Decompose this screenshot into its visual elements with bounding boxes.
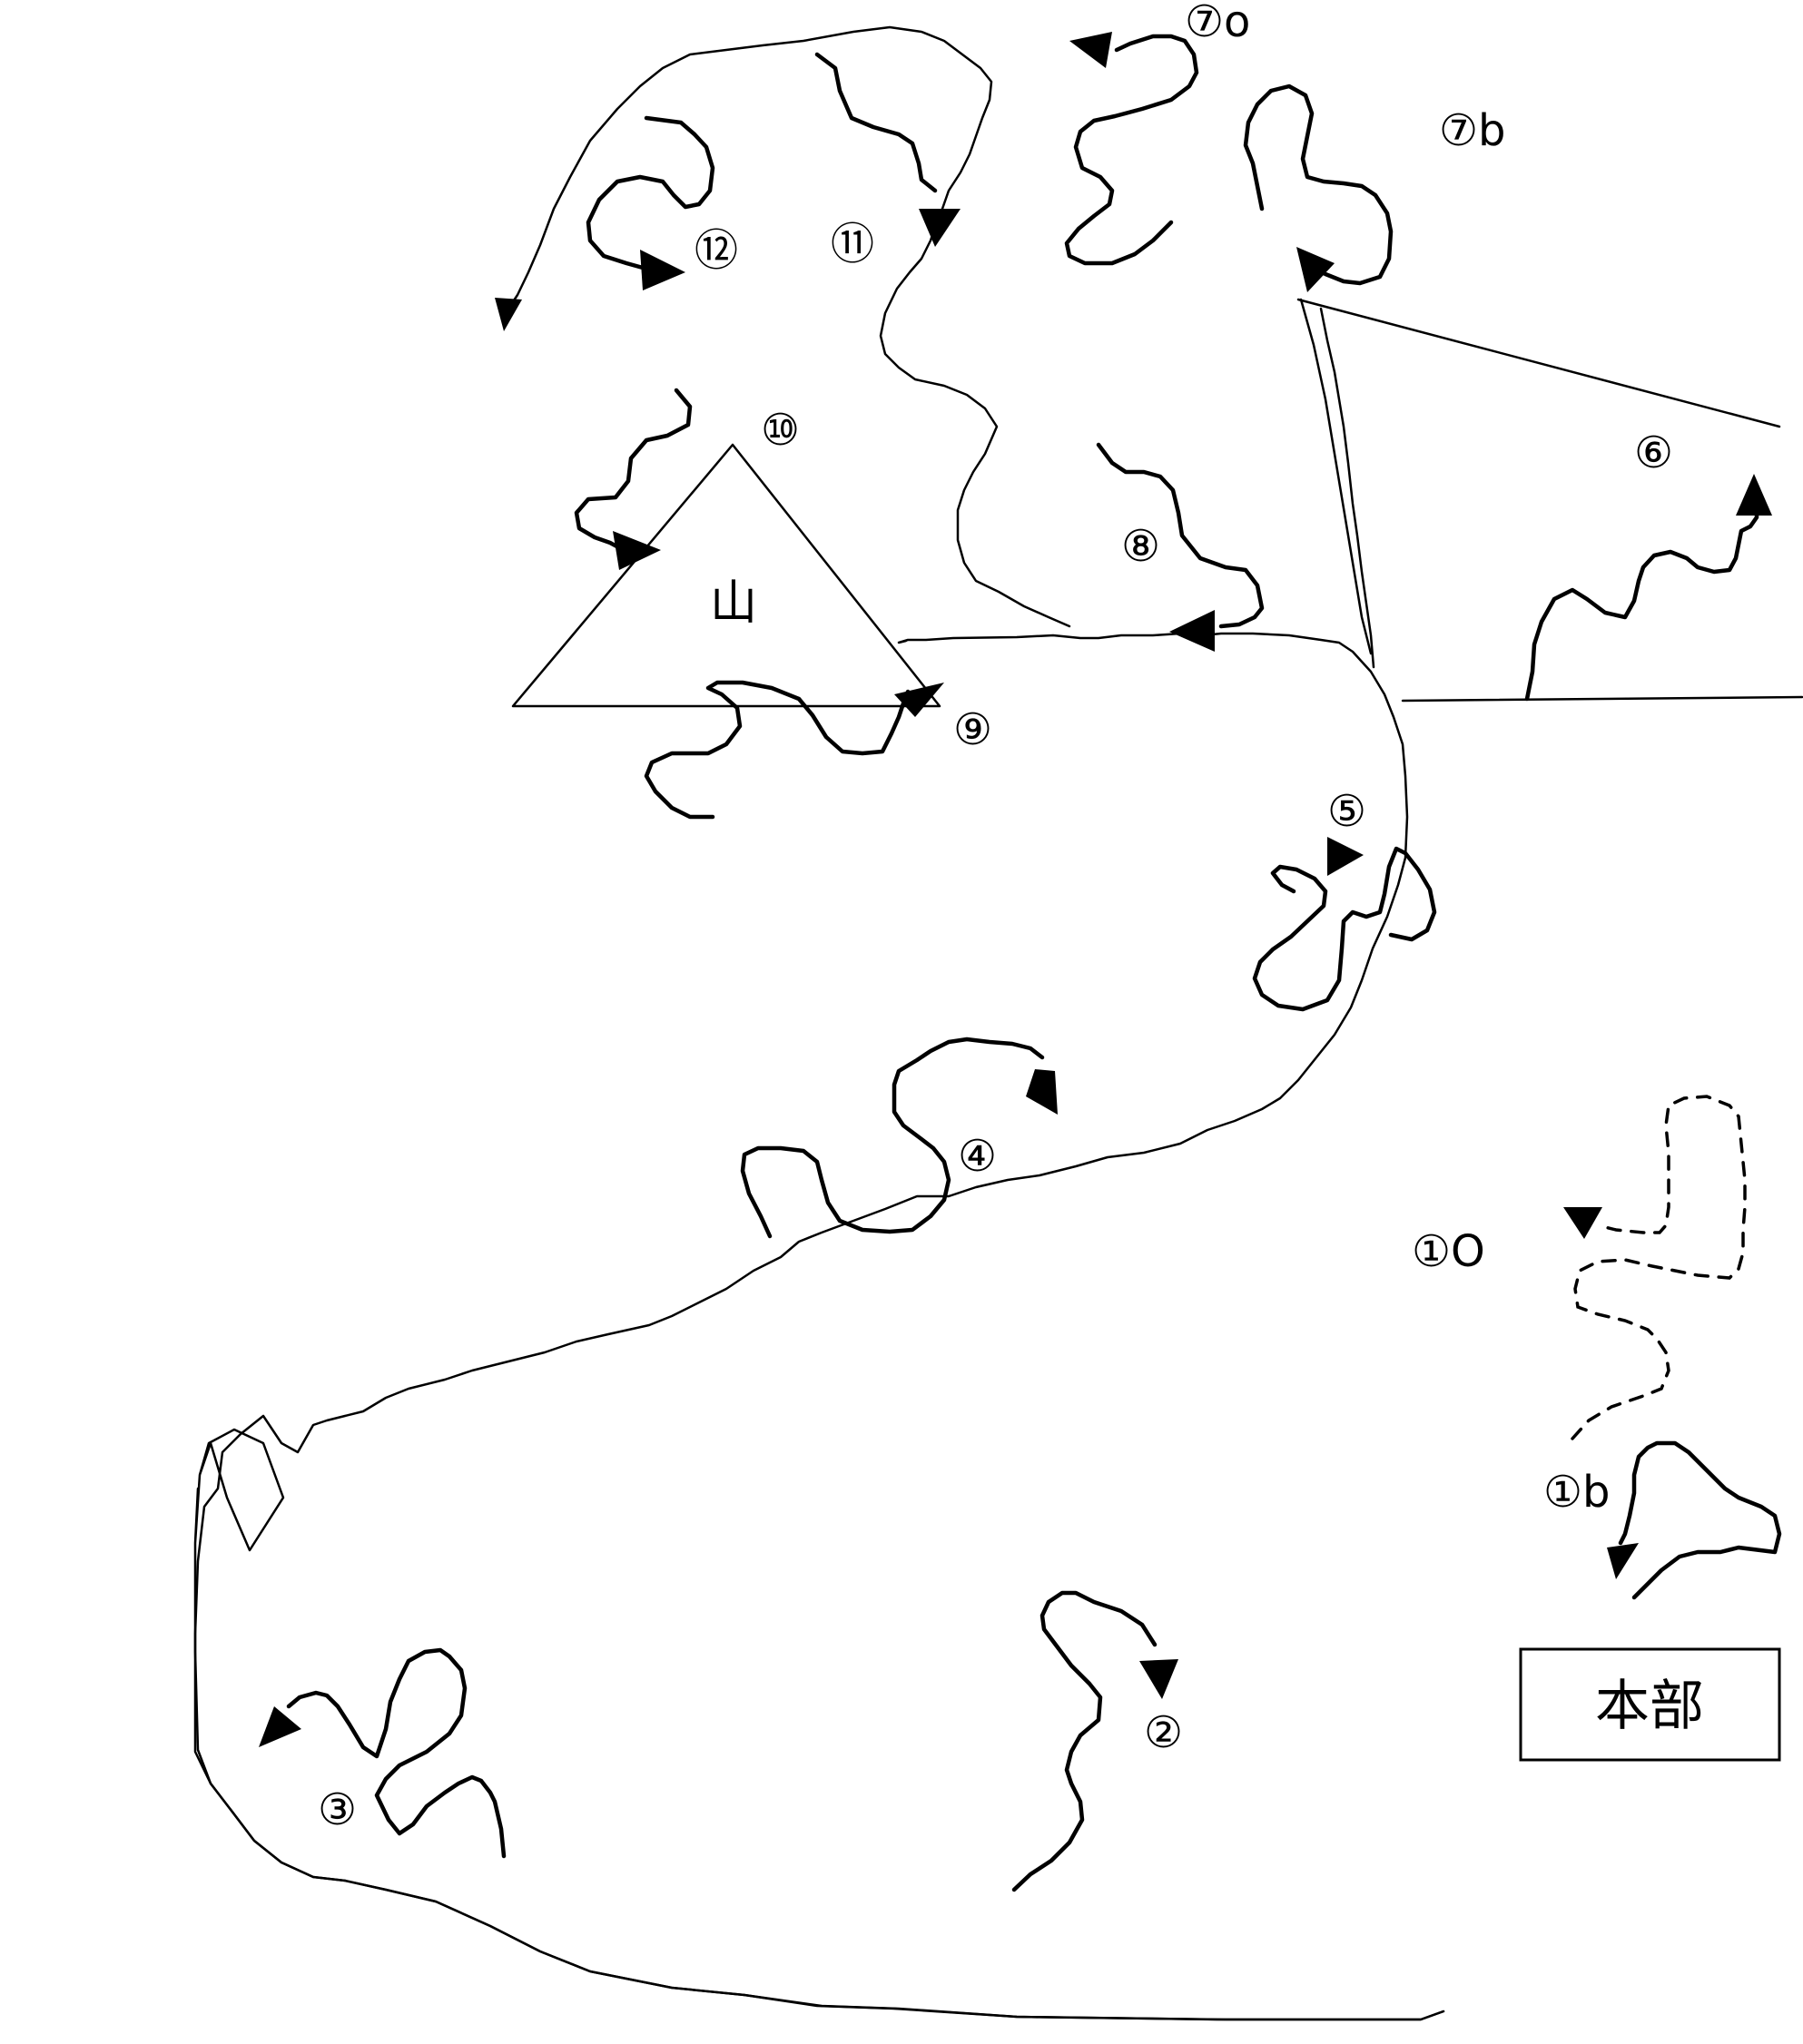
trail-8: [1096, 442, 1265, 629]
station-label-7o: ⑦o: [1185, 0, 1250, 47]
station-label-2: ②: [1144, 1707, 1183, 1758]
trail-5-arrowhead: [1327, 837, 1364, 876]
diagonal-line: [1296, 298, 1781, 428]
trail-2-arrowhead: [1139, 1659, 1178, 1699]
trail-4-arrowhead: [1026, 1069, 1058, 1115]
station-label-8: ⑧: [1121, 521, 1160, 572]
station-label-3: ③: [318, 1784, 357, 1835]
trail-3: [286, 1647, 507, 1859]
station-label-6: ⑥: [1634, 427, 1673, 478]
trail-11-arrowhead: [919, 209, 961, 247]
trail-7o: [1064, 34, 1199, 266]
trail-8-arrowhead: [1169, 610, 1215, 652]
trail-1o: [1571, 1095, 1747, 1440]
trail-1b-arrowhead: [1607, 1543, 1639, 1579]
station-label-4: ④: [958, 1131, 997, 1182]
station-label-1b: ①b: [1543, 1467, 1611, 1518]
trail-7o-arrowhead: [1069, 32, 1112, 68]
trail-9-arrowhead: [894, 683, 944, 717]
trail-1b: [1618, 1440, 1782, 1600]
horizontal-line: [1401, 695, 1803, 703]
station-label-11: ⑪: [831, 219, 874, 270]
north-arrowhead: [495, 298, 522, 331]
right-boundary-lower: [1299, 298, 1373, 655]
trail-1o-arrowhead: [1563, 1207, 1602, 1239]
station-label-12: ⑫: [695, 225, 738, 276]
mountain-triangle: [511, 443, 941, 708]
trail-2: [1011, 1590, 1158, 1892]
station-label-7b: ⑦b: [1439, 105, 1506, 156]
trail-12-arrowhead: [640, 250, 685, 290]
station-label-9: ⑨: [953, 704, 992, 755]
station-label-5: ⑤: [1327, 786, 1366, 837]
course-outline-loop: [193, 632, 1445, 2021]
trail-3-arrowhead: [259, 1706, 301, 1747]
trail-6: [1524, 496, 1759, 702]
station-label-10: ⑩: [761, 405, 800, 456]
trail-9: [644, 680, 911, 820]
right-boundary-upper: [1319, 307, 1375, 669]
trail-5-simple: [1252, 846, 1437, 1012]
station-label-1o: ①O: [1412, 1226, 1485, 1277]
trail-10: [574, 388, 693, 552]
mountain-label: 山: [710, 576, 757, 631]
trail-6-arrowhead: [1736, 474, 1772, 516]
trail-11: [814, 52, 938, 193]
trail-12: [586, 115, 715, 270]
trail-7b: [1243, 84, 1394, 286]
headquarters-label: 本部: [1595, 1675, 1704, 1738]
trail-4: [740, 1037, 1045, 1239]
headquarters-box: [1519, 1647, 1781, 1762]
course-outline: [193, 1428, 1445, 2021]
north-outline: [507, 25, 1071, 628]
trail-7b-arrowhead: [1296, 247, 1335, 292]
trail-10-arrowhead: [613, 531, 661, 570]
